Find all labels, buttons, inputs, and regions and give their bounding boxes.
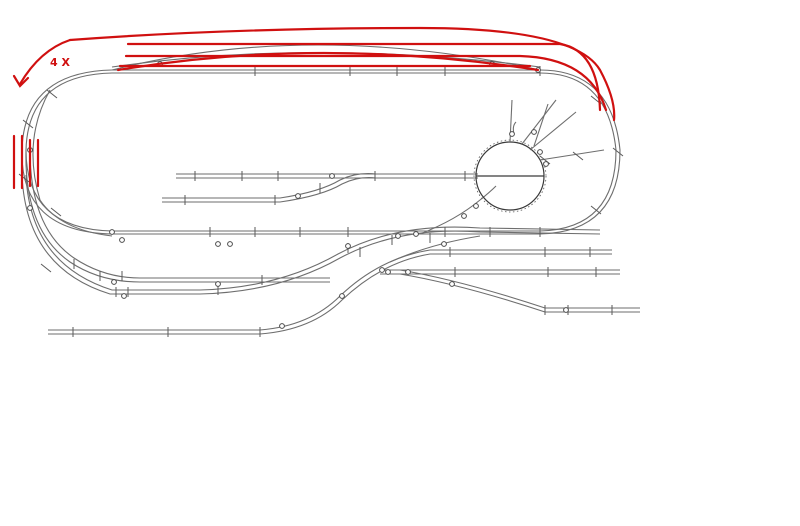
red-annotation-lines [12,26,616,190]
yard-ladder [380,235,640,313]
track-joint [405,269,411,275]
track-joint [279,323,285,329]
track-joint [449,281,455,287]
track-joint [413,231,419,237]
track-tie [612,147,624,157]
track-joint [215,241,221,247]
track-tie [50,207,62,217]
track-joint [121,293,127,299]
track-tie [572,151,584,161]
track-joint [531,129,537,135]
track-joint [295,193,301,199]
track-joint [329,173,335,179]
track-joint [109,229,115,235]
track-joint [119,237,125,243]
track-joint [563,307,569,313]
main-oval-loop [21,69,621,235]
track-joint [215,281,221,287]
s-curve-crossover [199,226,601,295]
track-tie [22,119,34,129]
track-tie [590,205,602,215]
turntable [473,99,605,213]
track-joint [379,267,385,273]
track-joint [509,131,515,137]
track-tie [18,173,30,183]
track-joint [345,243,351,249]
track-joint [27,205,33,211]
left-outer-curves [21,89,330,295]
bottom-long-siding [48,249,612,335]
track-joint [227,241,233,247]
track-joint [395,233,401,239]
track-joint [385,269,391,275]
track-tie [46,89,58,99]
inner-sidings [162,173,497,235]
track-joint [473,203,479,209]
track-joint [543,161,549,167]
track-joint [537,149,543,155]
track-ties [18,66,624,337]
track-joint [441,241,447,247]
track-tie [40,263,52,273]
track-joint [461,213,467,219]
track-joint [111,279,117,285]
track-joint [339,293,345,299]
track-joints [27,61,569,329]
repeat-label: 4 X [50,56,70,69]
